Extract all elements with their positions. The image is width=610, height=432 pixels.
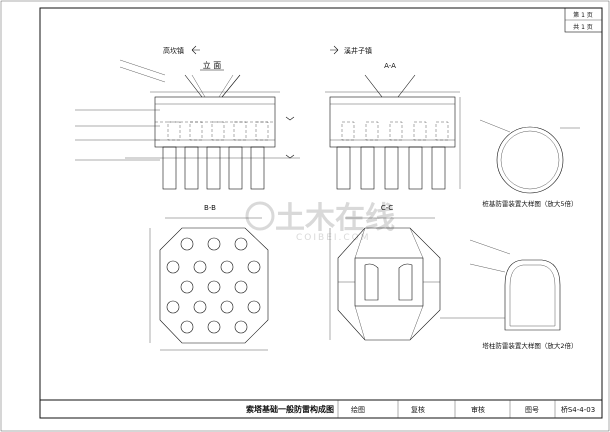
approve-label: 审核 xyxy=(471,405,485,414)
section-cc-view: C-C xyxy=(329,204,441,341)
watermark: 土木在线 COIBEI.COM xyxy=(245,201,395,243)
section-bb-view: B-B xyxy=(149,204,269,351)
fig-no-label: 图号 xyxy=(525,406,539,414)
detail2-view: 塔柱防雷装置大样图（放大2倍） xyxy=(440,239,578,350)
page-number-label: 第 1 页 xyxy=(573,11,593,19)
page-counter-box: 第 1 页 共 1 页 xyxy=(564,7,603,33)
section-cc-title: C-C xyxy=(381,204,393,212)
elevation-title: 立 面 xyxy=(203,60,222,70)
section-bb-title: B-B xyxy=(204,204,216,212)
section-aa-title: A-A xyxy=(384,62,396,70)
title-block: 索塔基础一般防雷构成图 绘图 复核 审核 图号 桥S4-4-03 xyxy=(40,399,602,418)
cc-octagon xyxy=(337,227,441,341)
watermark-text-en: COIBEI.COM xyxy=(296,233,371,243)
sheet-inner-border xyxy=(39,7,603,419)
detail1-view: 桩基防雷装置大样图（放大5倍） xyxy=(479,119,580,208)
bb-pile-holes xyxy=(166,237,261,334)
watermark-text-cn: 土木在线 xyxy=(275,201,395,236)
left-direction-label: 高坎镇 xyxy=(163,46,184,55)
right-direction-label: 溪井子镇 xyxy=(344,46,372,55)
page-total-label: 共 1 页 xyxy=(573,23,593,31)
bb-octagon xyxy=(159,227,269,344)
right-arrow-icon xyxy=(330,45,339,55)
detail2-caption: 塔柱防雷装置大样图（放大2倍） xyxy=(482,341,577,350)
review-label: 复核 xyxy=(411,405,425,414)
detail1-caption: 桩基防雷装置大样图（放大5倍） xyxy=(482,199,577,208)
fig-no-value: 桥S4-4-03 xyxy=(561,405,595,414)
left-arrow-icon xyxy=(191,45,200,55)
section-aa-view: 溪井子镇 A-A xyxy=(325,45,461,190)
draw-label: 绘图 xyxy=(351,405,365,414)
drawing-title: 索塔基础一般防雷构成图 xyxy=(246,404,334,414)
elevation-view: 高坎镇 立 面 xyxy=(75,45,300,190)
elevation-piles xyxy=(162,146,265,190)
